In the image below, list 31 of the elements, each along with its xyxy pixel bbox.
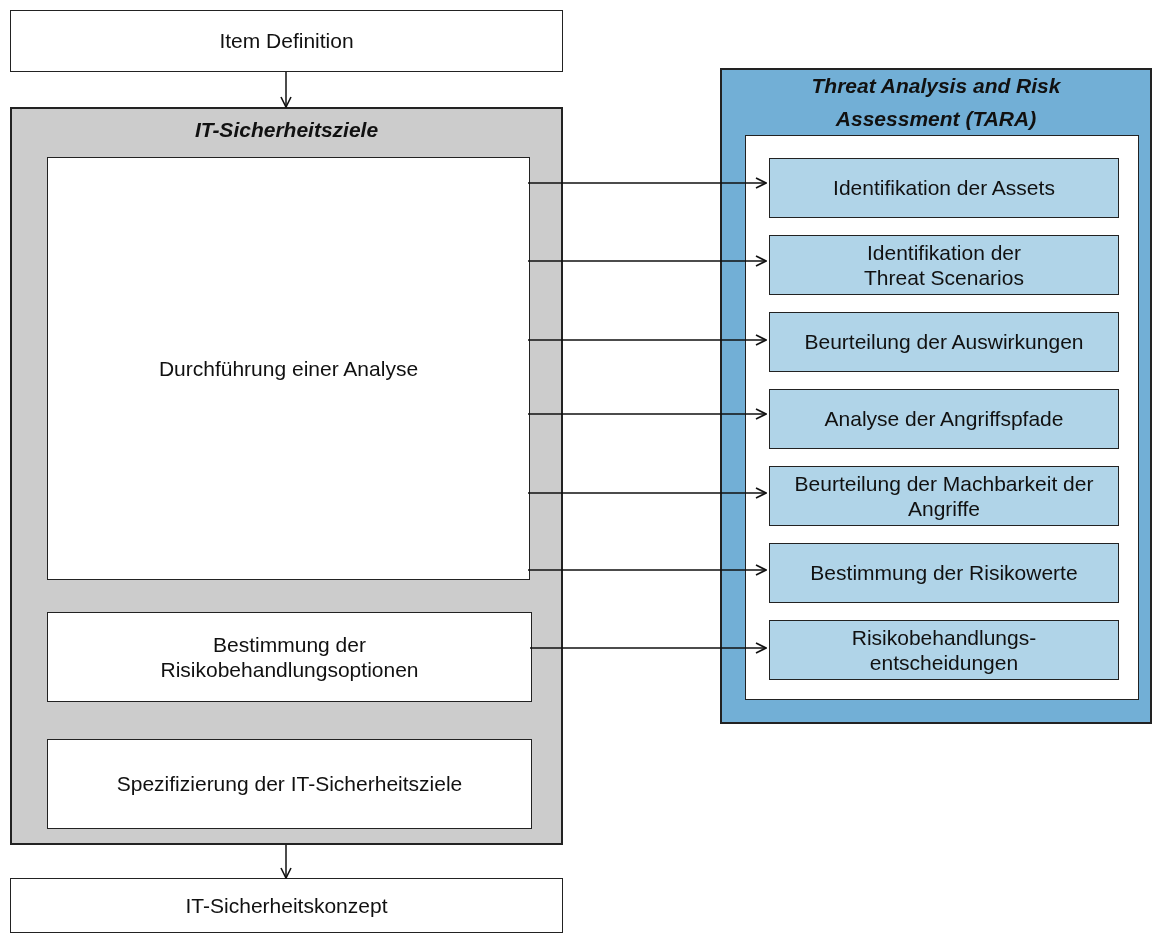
box-label: Identifikation der Assets [832, 175, 1056, 201]
process-box [47, 739, 532, 829]
group-title: Threat Analysis and Risk Assessment (TARA) [810, 73, 1062, 132]
process-box [769, 620, 1119, 680]
process-box [10, 878, 563, 933]
group-panel [10, 107, 563, 845]
box-label: Analyse der Angriffspfade [823, 406, 1065, 432]
process-box [769, 312, 1119, 372]
box-label: Beurteilung der Machbarkeit der Angriffe [793, 470, 1095, 522]
arrow [280, 844, 292, 879]
panel-background [745, 135, 1139, 700]
box-label: Durchführung einer Analyse [157, 355, 420, 382]
process-box [769, 389, 1119, 449]
box-label: Bestimmung der Risikowerte [809, 560, 1079, 586]
box-label: Identifikation der Threat Scenarios [863, 239, 1025, 291]
process-box [47, 157, 530, 580]
box-label: IT-Sicherheitskonzept [184, 892, 389, 919]
group-panel [720, 68, 1152, 724]
group-title: IT-Sicherheitsziele [193, 117, 380, 143]
box-label: Bestimmung der Risikobehandlungsoptionen [159, 631, 420, 683]
box-label: Item Definition [218, 28, 355, 54]
process-box [769, 235, 1119, 295]
process-box [769, 158, 1119, 218]
process-box [769, 543, 1119, 603]
process-box [10, 10, 563, 72]
arrow [280, 71, 292, 108]
process-box [769, 466, 1119, 526]
box-label: Risikobehandlungs- entscheidungen [850, 624, 1038, 676]
process-box [47, 612, 532, 702]
box-label: Beurteilung der Auswirkungen [803, 329, 1085, 355]
box-label: Spezifizierung der IT-Sicherheitsziele [115, 771, 464, 797]
